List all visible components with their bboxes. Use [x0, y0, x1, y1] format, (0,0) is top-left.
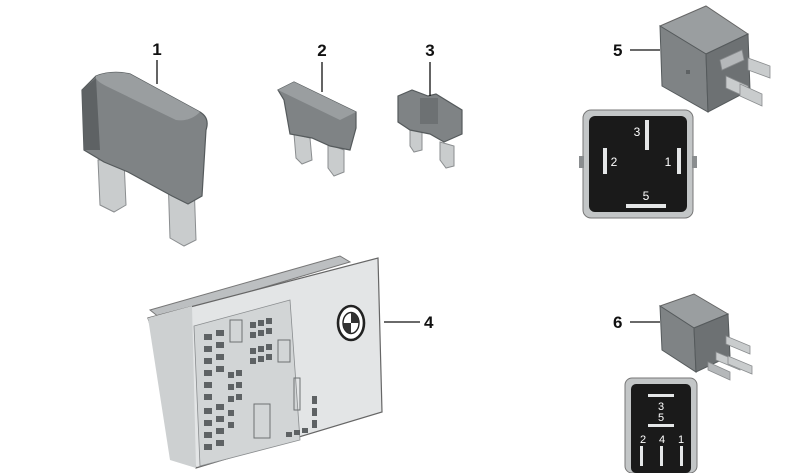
relay5-pin-1-label: 1	[665, 155, 672, 169]
callout-1: 1	[152, 40, 161, 59]
relay5-terminal-a	[747, 57, 771, 79]
relay5-pin-3-blade	[645, 120, 649, 150]
relay5-pin-2-label: 2	[611, 155, 618, 169]
relay6-pin-1-blade	[680, 446, 683, 466]
fuse1-top-face	[95, 72, 200, 121]
relay6-pin-2-label: 2	[640, 434, 646, 446]
fuse3-leg-right	[439, 141, 455, 169]
fuse3-center-tab	[420, 98, 438, 124]
relay6-pin-3-label: 3	[658, 401, 664, 413]
relay5-marking	[686, 70, 690, 74]
relay5-pinout: 3 2 1 5	[579, 109, 697, 219]
chart-page-shade	[148, 306, 196, 468]
fuse-slot-grid	[204, 318, 317, 450]
callout-6: 6	[613, 313, 622, 332]
relay6-terminal-d	[707, 361, 731, 381]
relay6-pin-5-label: 5	[658, 412, 664, 424]
relay6-pin-3-blade	[648, 394, 674, 397]
relay6-terminal-c	[727, 355, 753, 375]
relay5-pin-5-blade	[626, 204, 666, 208]
relay6-pinout: 3 5 2 4 1	[624, 377, 698, 473]
relay5-pin-5-label: 5	[643, 189, 650, 203]
callout-4: 4	[424, 313, 434, 332]
relay5-terminal-c	[739, 83, 763, 107]
relay6-pin-5-blade	[648, 424, 674, 427]
relay6-pin-4-label: 4	[659, 434, 665, 446]
relay5-pinout-face	[589, 116, 687, 212]
relay5-pin-1-blade	[677, 148, 681, 174]
relay6-pin-2-blade	[640, 446, 643, 466]
fuse1-side-shade	[82, 78, 100, 150]
callout-2: 2	[317, 41, 326, 60]
fuse2-leg-right	[327, 143, 345, 177]
relay6-pin-4-blade	[660, 446, 663, 466]
relay6-pinout-face	[631, 384, 691, 473]
fuse2-leg-left	[293, 133, 313, 165]
part-6-micro-relay[interactable]	[658, 293, 753, 381]
relay5-pin-3-label: 3	[634, 125, 641, 139]
part-3-low-profile-fuse[interactable]	[397, 89, 463, 169]
part-1-maxi-fuse[interactable]	[81, 71, 208, 247]
fuse2-top-face	[278, 82, 356, 120]
relay5-pin-2-blade	[603, 148, 607, 174]
callout-5: 5	[613, 41, 622, 60]
part-4-fuse-chart[interactable]	[147, 255, 383, 469]
callout-3: 3	[425, 41, 434, 60]
roundel-logo-icon	[336, 304, 366, 342]
fuse-grid-area	[193, 299, 301, 467]
relay6-terminal-a	[725, 335, 751, 355]
relay6-pin-1-label: 1	[678, 434, 684, 446]
relay-outlines	[229, 319, 301, 439]
part-5-relay[interactable]	[658, 5, 771, 113]
relay5-terminal-d	[719, 49, 745, 71]
part-2-mini-fuse[interactable]	[277, 81, 357, 177]
